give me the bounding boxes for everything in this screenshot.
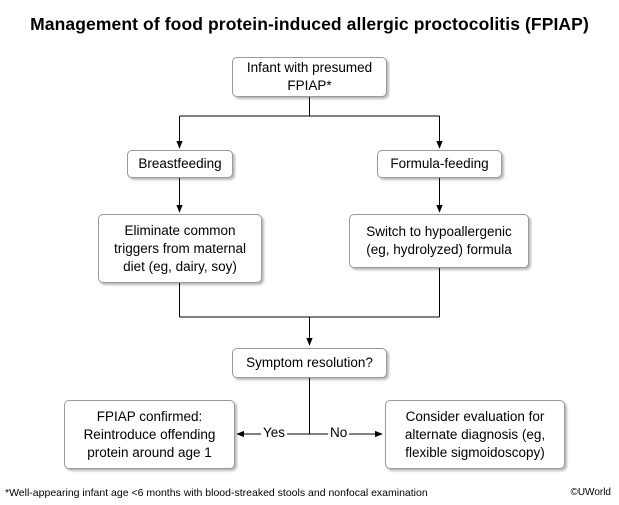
footnote: *Well-appearing infant age <6 months wit… — [5, 487, 428, 499]
node-resolution-label: Symptom resolution? — [246, 355, 373, 370]
node-alternate: Consider evaluation for alternate diagno… — [385, 400, 565, 469]
node-breastfeeding-label: Breastfeeding — [138, 156, 222, 171]
node-switch-label: Switch to hypoallergenic (eg, hydrolyzed… — [366, 224, 512, 257]
node-breastfeeding: Breastfeeding — [127, 150, 233, 178]
node-eliminate: Eliminate common triggers from maternal … — [98, 214, 262, 283]
node-eliminate-label: Eliminate common triggers from maternal … — [113, 222, 247, 274]
copyright: ©UWorld — [570, 487, 611, 498]
node-switch: Switch to hypoallergenic (eg, hydrolyzed… — [349, 214, 529, 268]
edge-label-no: No — [328, 425, 350, 440]
node-alternate-label: Consider evaluation for alternate diagno… — [404, 408, 546, 460]
node-confirmed: FPIAP confirmed: Reintroduce offending p… — [64, 400, 235, 469]
node-formula-label: Formula-feeding — [390, 156, 489, 171]
node-resolution: Symptom resolution? — [232, 348, 387, 378]
node-confirmed-label: FPIAP confirmed: Reintroduce offending p… — [83, 408, 216, 460]
edge-label-yes: Yes — [261, 425, 288, 440]
node-start-label: Infant with presumed FPIAP* — [246, 60, 373, 93]
diagram-title: Management of food protein-induced aller… — [30, 14, 589, 34]
node-start: Infant with presumed FPIAP* — [232, 57, 387, 97]
node-formula: Formula-feeding — [377, 150, 502, 178]
